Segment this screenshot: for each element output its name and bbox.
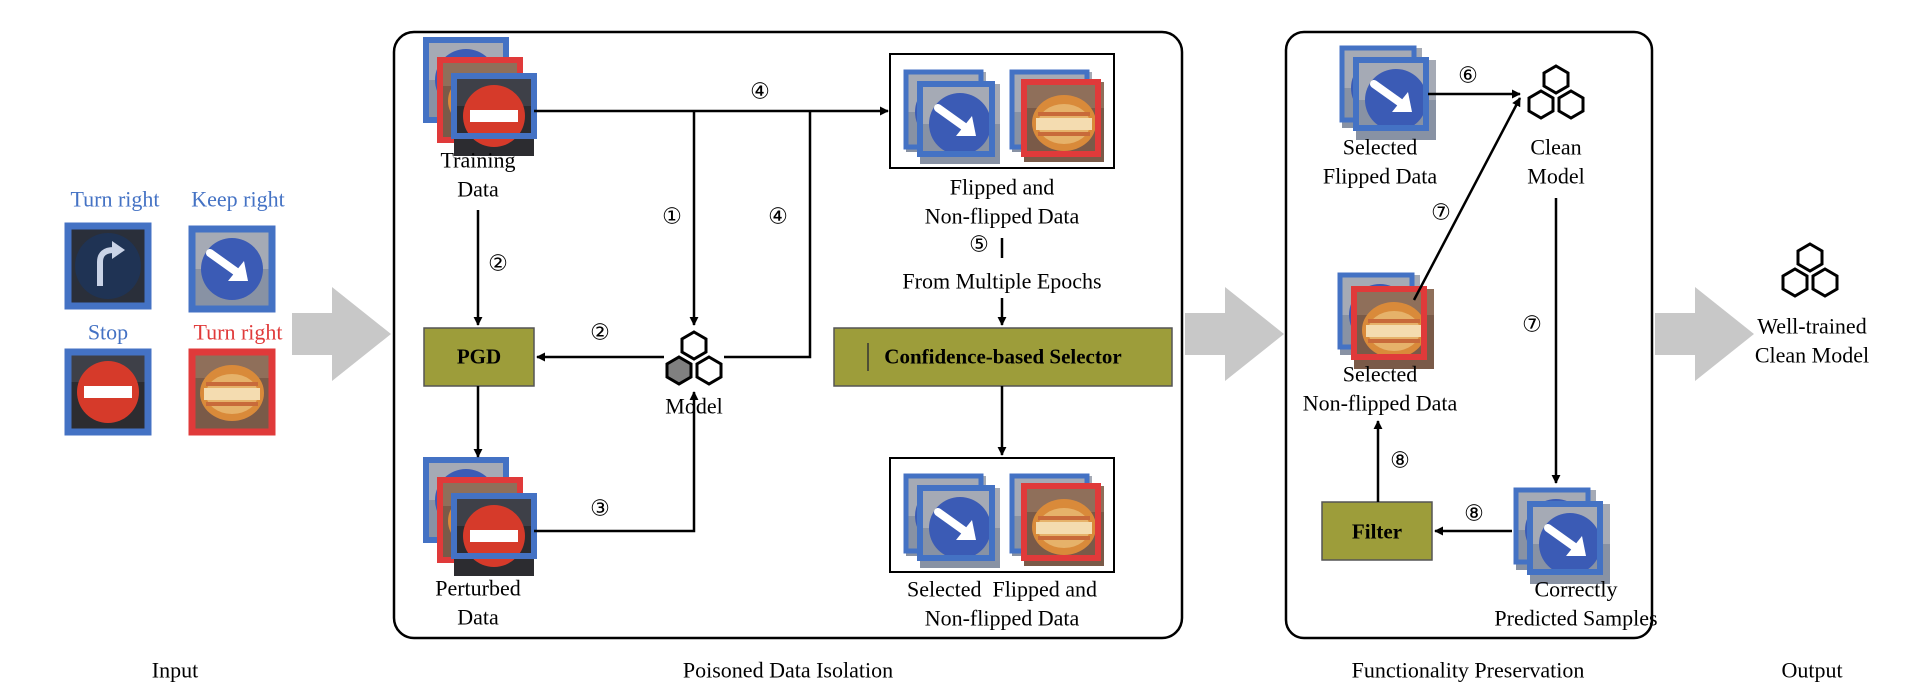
step-5: ⑤	[969, 232, 989, 258]
selected-data-box	[889, 457, 1115, 573]
model-label: Model	[665, 393, 723, 419]
correct-samples-label-1: Correctly	[1534, 576, 1618, 602]
correct-samples-label-2: Predicted Samples	[1494, 605, 1658, 631]
step-4b: ④	[768, 204, 788, 230]
isolation-connectors	[473, 106, 1007, 533]
training-data-label-1: Training	[440, 147, 516, 173]
selected-nonflipped-label-1: Selected	[1342, 361, 1418, 387]
flipped-sample-icon	[906, 72, 1000, 164]
input-section	[64, 222, 276, 436]
step-7a: ⑦	[1431, 200, 1451, 226]
clean-model-label-1: Clean	[1530, 134, 1582, 160]
sign-label-turn-right: Turn right	[70, 186, 160, 212]
step-1: ①	[662, 204, 682, 230]
flipped-data-label-2: Non-flipped Data	[924, 203, 1080, 229]
selector-label: Confidence-based Selector	[884, 344, 1122, 369]
turn-right-sign-icon	[64, 222, 152, 310]
selected-nonflipped-icon	[1340, 275, 1434, 369]
section-label-output: Output	[1781, 657, 1843, 683]
flipped-data-label-1: Flipped and	[949, 174, 1055, 200]
selected-data-label-1: Selected Flipped and	[906, 576, 1098, 602]
selected-flipped-label-1: Selected	[1342, 134, 1418, 160]
step-3: ③	[590, 496, 610, 522]
output-model-label-1: Well-trained	[1757, 313, 1867, 339]
selected-flipped-label-2: Flipped Data	[1322, 163, 1438, 189]
selected-flipped-icon	[1342, 48, 1436, 140]
sign-label-keep-right: Keep right	[191, 186, 285, 212]
well-trained-model-icon	[1781, 242, 1839, 298]
step-4a: ④	[750, 79, 770, 105]
perturbed-data-stack-icon	[426, 460, 537, 576]
output-model-label-2: Clean Model	[1754, 342, 1870, 368]
blurred-trigger-sign-icon	[188, 348, 276, 436]
correct-samples-icon	[1516, 490, 1610, 584]
filter-label: Filter	[1351, 519, 1403, 544]
pgd-label: PGD	[456, 344, 502, 369]
step-8b: ⑧	[1464, 501, 1484, 527]
keep-right-sign-icon	[192, 229, 272, 309]
selected-nonflipped-sample-icon	[1012, 476, 1104, 566]
flipped-data-box	[889, 53, 1115, 169]
section-label-isolation: Poisoned Data Isolation	[682, 657, 894, 683]
step-7b: ⑦	[1522, 312, 1542, 338]
training-data-stack-icon	[426, 40, 537, 156]
filter-box	[1321, 501, 1433, 561]
pgd-box	[423, 327, 535, 387]
confidence-selector-box	[833, 327, 1173, 387]
no-entry-sign-icon	[64, 348, 152, 436]
preservation-panel	[1284, 30, 1654, 640]
sign-label-trigger: Turn right	[193, 319, 283, 345]
training-data-label-2: Data	[457, 176, 499, 202]
step-8a: ⑧	[1390, 448, 1410, 474]
preservation-connectors	[1373, 89, 1561, 536]
flow-arrow-input	[292, 287, 391, 381]
clean-model-label-2: Model	[1527, 163, 1585, 189]
selected-nonflipped-label-2: Non-flipped Data	[1302, 390, 1458, 416]
selected-data-label-2: Non-flipped Data	[924, 605, 1080, 631]
section-label-input: Input	[151, 657, 199, 683]
section-label-preservation: Functionality Preservation	[1351, 657, 1585, 683]
model-icon	[665, 330, 723, 386]
perturbed-data-label-1: Perturbed	[435, 575, 521, 601]
nonflipped-sample-icon	[1012, 72, 1104, 162]
step-2b: ②	[590, 320, 610, 346]
flow-arrow-isolation	[1185, 287, 1284, 381]
step-6: ⑥	[1458, 63, 1478, 89]
isolation-panel	[392, 30, 1184, 640]
flow-arrow-preservation	[1655, 287, 1754, 381]
sign-label-stop: Stop	[87, 319, 129, 345]
selected-flipped-sample-icon	[906, 476, 1000, 568]
from-epochs-label: From Multiple Epochs	[902, 268, 1102, 294]
clean-model-icon	[1527, 64, 1585, 120]
perturbed-data-label-2: Data	[457, 604, 499, 630]
step-2a: ②	[488, 251, 508, 277]
